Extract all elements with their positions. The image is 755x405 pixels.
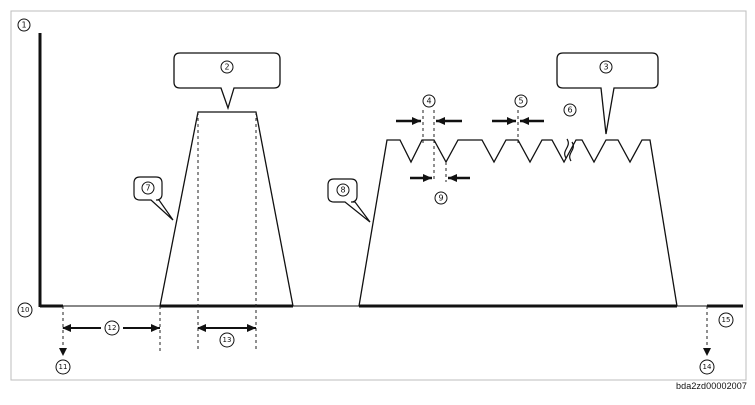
callout-7 bbox=[141, 181, 155, 195]
callout-13 bbox=[219, 332, 235, 348]
callout-8-label: 8 bbox=[340, 186, 345, 195]
callout-3-label: 3 bbox=[603, 63, 608, 72]
inward-arrows bbox=[396, 117, 544, 182]
callout-numbers: 1 2 3 4 5 6 7 8 9 10 11 12 13 14 15 bbox=[21, 21, 731, 372]
callout-2 bbox=[220, 60, 234, 74]
callout-4-label: 4 bbox=[426, 97, 431, 106]
callout-box-2 bbox=[173, 52, 281, 111]
callout-3 bbox=[599, 60, 613, 74]
callout-tag-8 bbox=[327, 178, 371, 223]
callout-5-label: 5 bbox=[518, 97, 523, 106]
ramped-profile bbox=[358, 139, 678, 307]
pulse-trapezoid bbox=[159, 111, 294, 307]
callout-markers bbox=[17, 18, 734, 375]
figure-frame bbox=[10, 10, 747, 381]
callout-10 bbox=[17, 302, 33, 318]
callout-5 bbox=[514, 94, 528, 108]
callout-15 bbox=[718, 312, 734, 328]
callout-9 bbox=[434, 191, 448, 205]
callout-13-label: 13 bbox=[223, 336, 232, 344]
callout-15-label: 15 bbox=[722, 316, 731, 324]
callout-1 bbox=[17, 18, 31, 32]
callout-9-label: 9 bbox=[438, 194, 443, 203]
callout-11 bbox=[55, 359, 71, 375]
callout-6 bbox=[563, 103, 577, 117]
callout-10-label: 10 bbox=[21, 306, 30, 314]
callout-7-label: 7 bbox=[145, 184, 150, 193]
callout-1-label: 1 bbox=[21, 21, 26, 30]
callout-11-label: 11 bbox=[59, 363, 68, 371]
callout-14-label: 14 bbox=[703, 363, 712, 371]
callout-2-label: 2 bbox=[224, 63, 229, 72]
callout-14 bbox=[699, 359, 715, 375]
callout-box-3 bbox=[556, 52, 659, 135]
callout-12 bbox=[104, 320, 120, 336]
down-arrows bbox=[59, 348, 711, 356]
break-symbol-icon bbox=[564, 138, 574, 162]
callout-4 bbox=[422, 94, 436, 108]
callout-tag-7 bbox=[133, 176, 174, 221]
callout-8 bbox=[336, 183, 350, 197]
callout-12-label: 12 bbox=[108, 324, 117, 332]
callout-6-label: 6 bbox=[567, 106, 572, 115]
guide-lines bbox=[62, 110, 708, 352]
figure-reference-id: bda2zd00002007 bbox=[676, 381, 747, 391]
